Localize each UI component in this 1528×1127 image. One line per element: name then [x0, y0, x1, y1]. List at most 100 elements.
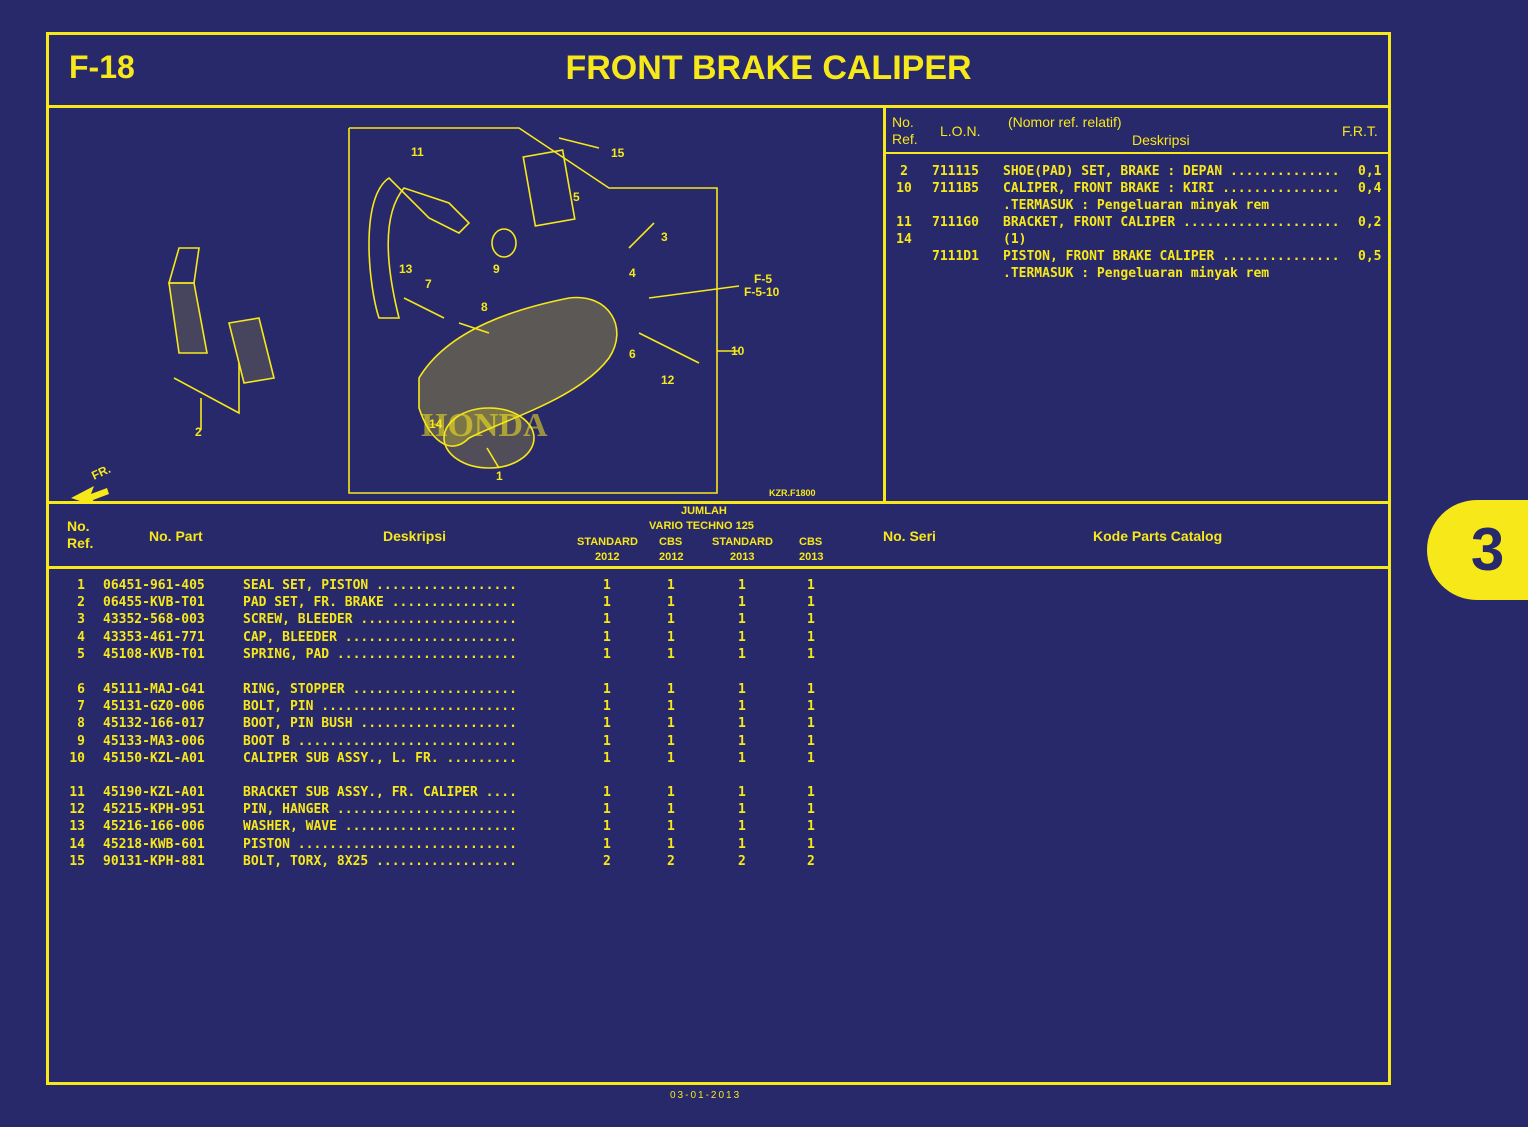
labor-operation-table: No. Ref. L.O.N. (Nomor ref. relatif) Des… [886, 108, 1388, 504]
ref-label-6: 6 [629, 347, 636, 361]
bleeder-screw [628, 222, 655, 249]
lon-frt: 0,4 [1358, 181, 1382, 196]
table-row: 3 43352-568-003 SCREW, BLEEDER ...........… [49, 612, 849, 629]
pin-bolt [403, 297, 445, 319]
row-part-number: 45132-166-017 [103, 716, 205, 732]
row-qty: 1 [603, 836, 611, 852]
ref-page-f5: F-5 [754, 272, 772, 286]
row-part-number: 43353-461-771 [103, 629, 205, 645]
row-description: PAD SET, FR. BRAKE ................ [243, 595, 517, 611]
row-description: BRACKET SUB ASSY., FR. CALIPER .... [243, 785, 517, 800]
row-description: SCREW, BLEEDER .................... [243, 612, 517, 628]
row-qty: 1 [807, 785, 815, 800]
row-ref: 4 [77, 629, 85, 645]
row-ref: 11 [69, 785, 85, 800]
row-ref: 2 [77, 595, 85, 611]
row-qty: 1 [738, 750, 746, 766]
row-part-number: 45218-KWB-601 [103, 836, 205, 852]
ref-label-9: 9 [493, 262, 500, 276]
page-header: F-18 FRONT BRAKE CALIPER [49, 35, 1388, 108]
lon-frt: 0,2 [1358, 215, 1382, 230]
brake-pad-right [228, 317, 275, 384]
row-qty: 1 [807, 733, 815, 749]
section-tab[interactable]: 3 [1427, 500, 1528, 600]
direction-label: FR. [89, 462, 112, 483]
row-description: SPRING, PAD ....................... [243, 646, 517, 662]
lon-ref: 10 [896, 181, 912, 196]
section-code: F-18 [69, 49, 135, 85]
row-description: BOLT, TORX, 8X25 .................. [243, 853, 517, 869]
row-description: CALIPER SUB ASSY., L. FR. ......... [243, 750, 517, 766]
lon-header-desc: Deskripsi [1132, 132, 1190, 148]
lon-header: No. Ref. L.O.N. (Nomor ref. relatif) Des… [886, 108, 1388, 154]
row-qty: 2 [667, 853, 675, 869]
row-qty: 1 [807, 629, 815, 645]
ref-label-14: 14 [429, 417, 443, 431]
row-ref: 13 [69, 819, 85, 835]
row-qty: 1 [603, 716, 611, 732]
row-ref: 7 [77, 699, 85, 715]
header-kode: Kode Parts Catalog [1093, 528, 1223, 544]
row-ref: 3 [77, 612, 85, 628]
brake-pad-left [168, 282, 208, 354]
row-qty: 1 [603, 646, 611, 662]
row-ref: 9 [77, 733, 85, 749]
lon-code: 711115 [932, 164, 979, 179]
row-description: WASHER, WAVE ...................... [243, 819, 517, 835]
row-ref: 14 [69, 836, 85, 852]
row-part-number: 45111-MAJ-G41 [103, 682, 205, 697]
row-qty: 1 [807, 578, 815, 593]
row-description: BOOT B ............................ [243, 733, 517, 749]
row-ref: 10 [69, 750, 85, 766]
ref-label-4: 4 [629, 266, 636, 280]
lon-header-lon: L.O.N. [940, 123, 981, 139]
row-qty: 1 [603, 612, 611, 628]
row-qty: 1 [667, 836, 675, 852]
header-desc: Deskripsi [383, 528, 447, 544]
lon-desc: (1) [1003, 232, 1027, 247]
lon-desc: .TERMASUK : Pengeluaran minyak rem [1003, 266, 1270, 281]
pad-spring-tab [167, 247, 200, 284]
lon-header-note: (Nomor ref. relatif) [1008, 114, 1122, 130]
header-ref: No. Ref. [67, 518, 94, 551]
row-qty: 1 [667, 612, 675, 628]
row-qty: 1 [667, 802, 675, 818]
ref-page-f5-10: F-5-10 [744, 285, 780, 299]
qty-col-name: CBS [659, 536, 683, 548]
parts-table-header: No. Ref. No. Part Deskripsi JUMLAH VARIO… [49, 504, 1388, 569]
lon-code: 7111G0 [932, 215, 979, 230]
qty-col-name: STANDARD [577, 536, 638, 548]
lon-desc: BRACKET, FRONT CALIPER .................… [1003, 215, 1340, 230]
row-qty: 1 [667, 595, 675, 611]
honda-watermark: HONDA [421, 407, 548, 444]
lon-frt: 0,5 [1358, 249, 1382, 264]
assembly-outline [348, 127, 718, 494]
ref-label-8: 8 [481, 300, 488, 314]
row-qty: 1 [738, 785, 746, 800]
row-qty: 2 [738, 853, 746, 869]
row-qty: 1 [603, 733, 611, 749]
qty-col-year: 2012 [595, 551, 620, 563]
ref-label-7: 7 [425, 277, 432, 291]
row-qty: 1 [738, 699, 746, 715]
lon-code: 7111B5 [932, 181, 979, 196]
lon-row: 14(1) [886, 232, 1388, 249]
row-part-number: 43352-568-003 [103, 612, 205, 628]
row-ref: 8 [77, 716, 85, 732]
lon-desc: .TERMASUK : Pengeluaran minyak rem [1003, 198, 1270, 213]
ref-label-12: 12 [661, 373, 675, 387]
lon-desc: CALIPER, FRONT BRAKE : KIRI ............… [1003, 181, 1340, 196]
row-qty: 1 [603, 699, 611, 715]
row-qty: 1 [738, 612, 746, 628]
lon-header-ref: No. Ref. [892, 114, 918, 147]
row-qty: 1 [603, 802, 611, 818]
